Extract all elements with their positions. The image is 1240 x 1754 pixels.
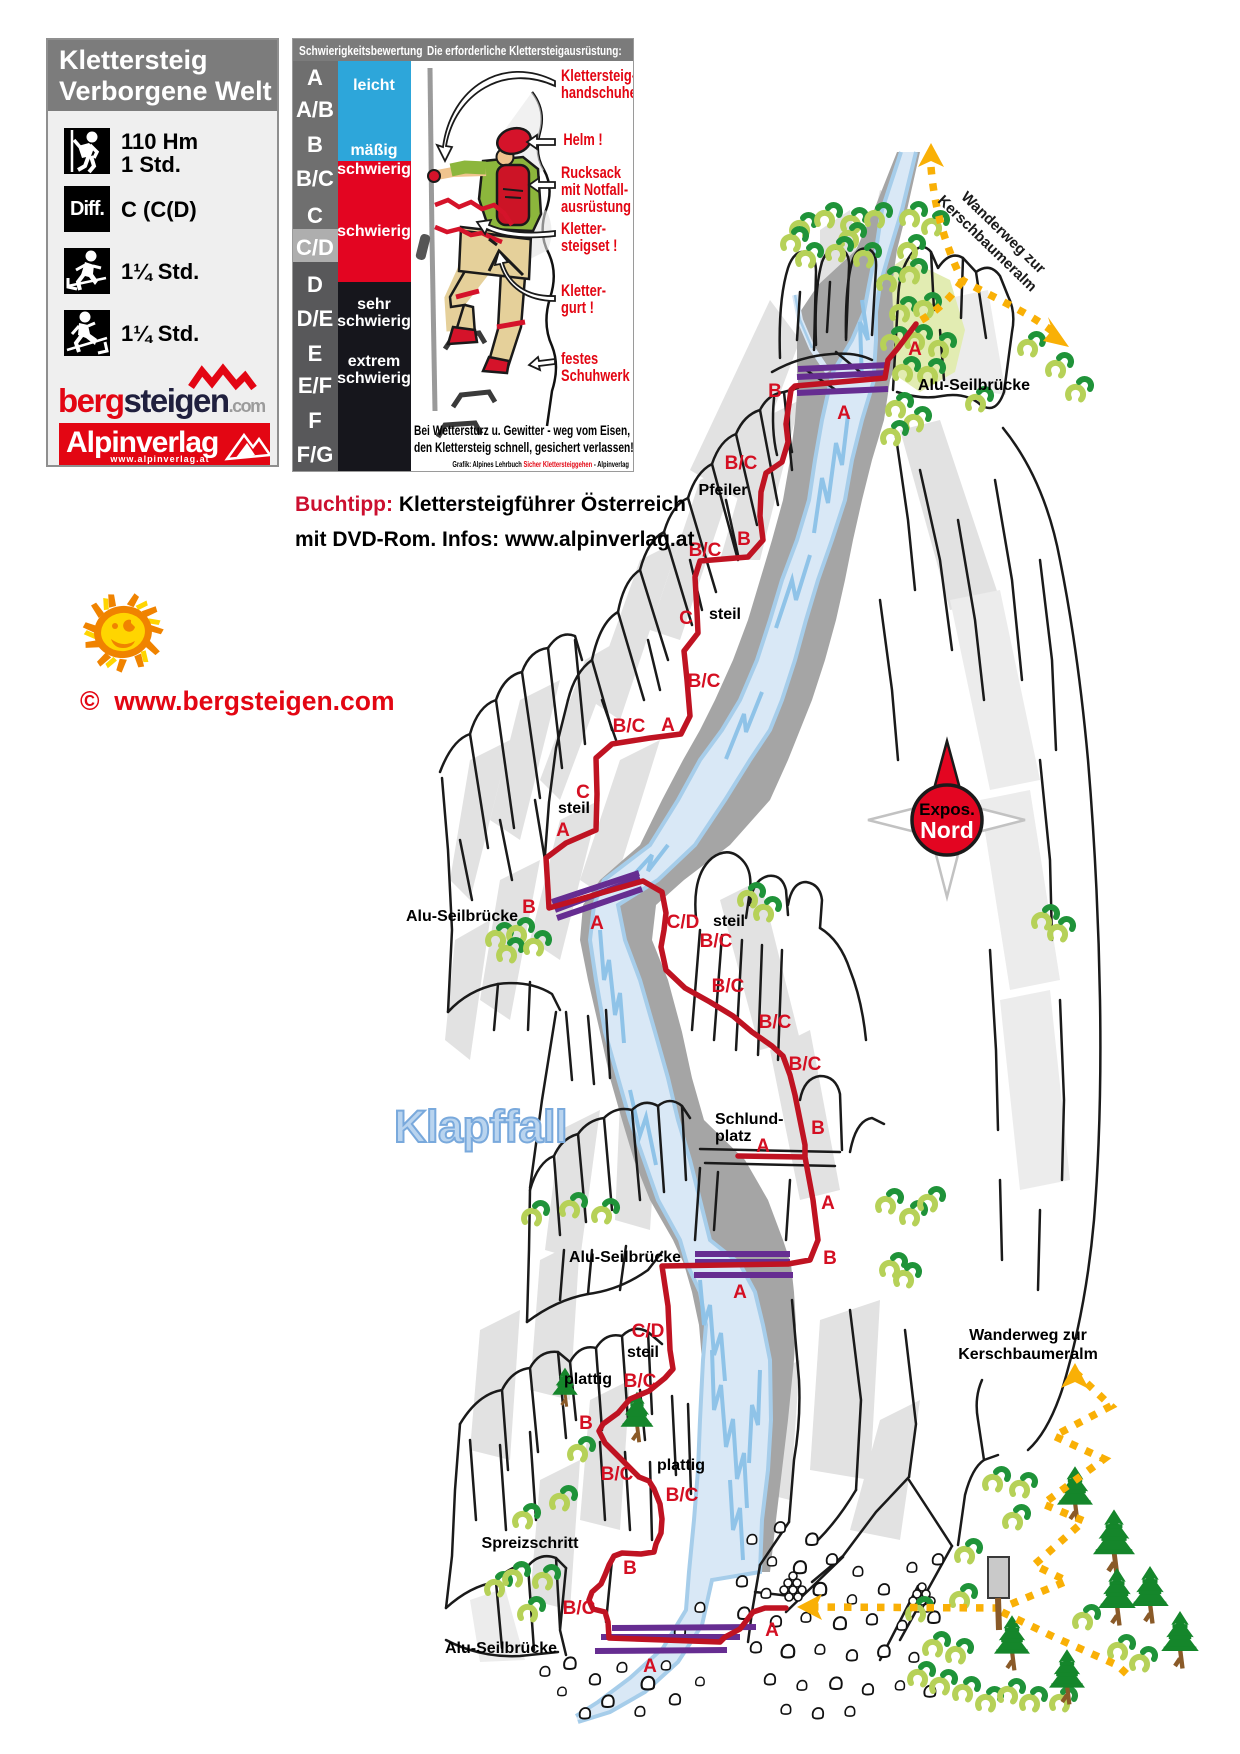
svg-text:D: D xyxy=(307,272,323,297)
svg-text:Alu-Seilbrücke: Alu-Seilbrücke xyxy=(569,1249,681,1266)
svg-text:Alu-Seilbrücke: Alu-Seilbrücke xyxy=(918,377,1030,394)
svg-text:B/C: B/C xyxy=(296,166,334,191)
svg-text:extrem: extrem xyxy=(348,353,400,370)
svg-text:sehr: sehr xyxy=(357,296,391,313)
svg-text:plattig: plattig xyxy=(564,1371,612,1388)
svg-text:www.alpinverlag.at: www.alpinverlag.at xyxy=(109,454,209,464)
svg-text:steil: steil xyxy=(709,606,741,623)
svg-text:B: B xyxy=(623,1558,637,1579)
svg-text:platz: platz xyxy=(715,1128,751,1145)
svg-text:steil: steil xyxy=(558,800,590,817)
svg-text:Die erforderliche Klettersteig: Die erforderliche Klettersteigausrüstung… xyxy=(427,45,622,58)
svg-text:C: C xyxy=(679,608,693,629)
svg-text:Alu-Seilbrücke: Alu-Seilbrücke xyxy=(445,1640,557,1657)
svg-text:C: C xyxy=(307,203,323,228)
svg-text:A: A xyxy=(590,913,604,934)
svg-text:C: C xyxy=(576,782,590,803)
svg-text:A: A xyxy=(643,1656,657,1677)
svg-text:gurt !: gurt ! xyxy=(561,300,594,318)
svg-text:schwierig: schwierig xyxy=(337,370,411,387)
svg-text:A: A xyxy=(908,339,922,360)
svg-text:Bei Wettersturz u. Gewitter -: Bei Wettersturz u. Gewitter - weg vom Ei… xyxy=(414,422,630,438)
svg-text:Kletter-: Kletter- xyxy=(561,221,606,239)
svg-text:A: A xyxy=(307,65,323,90)
svg-text:B/C: B/C xyxy=(563,1598,596,1619)
svg-text:B/C: B/C xyxy=(624,1371,657,1392)
svg-text:Expos.: Expos. xyxy=(919,800,975,819)
svg-text:E/F: E/F xyxy=(298,373,332,398)
svg-text:B/C: B/C xyxy=(666,1485,699,1506)
svg-text:Kerschbaumeralm: Kerschbaumeralm xyxy=(958,1346,1098,1363)
svg-text:plattig: plattig xyxy=(657,1457,705,1474)
svg-text:schwierig: schwierig xyxy=(337,161,411,178)
svg-text:Helm !: Helm ! xyxy=(563,132,602,150)
svg-text:C/D: C/D xyxy=(667,912,700,933)
svg-text:mit Notfall-: mit Notfall- xyxy=(561,182,628,200)
svg-text:bergsteigen.com: bergsteigen.com xyxy=(58,382,265,419)
svg-text:B: B xyxy=(768,381,782,402)
svg-text:B: B xyxy=(579,1413,593,1434)
svg-text:C/D: C/D xyxy=(632,1321,665,1342)
svg-text:A: A xyxy=(661,715,675,736)
svg-text:A: A xyxy=(756,1136,770,1157)
svg-text:B: B xyxy=(823,1248,837,1269)
svg-text:A: A xyxy=(837,403,851,424)
svg-text:B: B xyxy=(811,1118,825,1139)
svg-text:leicht: leicht xyxy=(353,77,395,94)
svg-text:A: A xyxy=(733,1282,747,1303)
svg-text:B/C: B/C xyxy=(613,716,646,737)
svg-text:Klettersteig-: Klettersteig- xyxy=(561,68,633,86)
svg-text:schwierig: schwierig xyxy=(337,223,411,240)
svg-text:B/C: B/C xyxy=(689,540,722,561)
svg-text:Grafik: Alpines Lehrbuch Siche: Grafik: Alpines Lehrbuch Sicher Kletters… xyxy=(452,461,629,469)
svg-text:Spreizschritt: Spreizschritt xyxy=(482,1535,580,1552)
svg-text:festes: festes xyxy=(561,351,598,369)
svg-text:F/G: F/G xyxy=(297,442,334,467)
svg-text:Schuhwerk: Schuhwerk xyxy=(561,368,630,386)
svg-text:Wanderweg zur: Wanderweg zur xyxy=(969,1327,1087,1344)
svg-text:B: B xyxy=(522,897,536,918)
svg-text:B: B xyxy=(307,132,323,157)
svg-text:B/C: B/C xyxy=(725,453,758,474)
svg-text:Nord: Nord xyxy=(920,817,974,843)
svg-text:Alu-Seilbrücke: Alu-Seilbrücke xyxy=(406,908,518,925)
svg-text:steil: steil xyxy=(627,1344,659,1361)
svg-text:Kletter-: Kletter- xyxy=(561,283,606,301)
svg-text:A: A xyxy=(765,1620,779,1641)
svg-text:B: B xyxy=(737,529,751,550)
svg-text:Schwierigkeitsbewertung: Schwierigkeitsbewertung xyxy=(299,45,423,58)
svg-text:B/C: B/C xyxy=(789,1054,822,1075)
svg-text:C/D: C/D xyxy=(296,235,334,260)
svg-text:E: E xyxy=(308,341,323,366)
svg-text:steigset !: steigset ! xyxy=(561,238,617,256)
svg-text:A: A xyxy=(556,820,570,841)
svg-text:handschuhe: handschuhe xyxy=(561,85,633,103)
svg-text:A/B: A/B xyxy=(296,97,334,122)
svg-text:mäßig: mäßig xyxy=(350,142,397,159)
svg-text:B/C: B/C xyxy=(601,1464,634,1485)
svg-text:D/E: D/E xyxy=(297,306,334,331)
svg-text:Pfeiler: Pfeiler xyxy=(699,482,748,499)
svg-text:Alpinverlag: Alpinverlag xyxy=(66,426,218,459)
svg-text:B/C: B/C xyxy=(700,931,733,952)
svg-text:steil: steil xyxy=(713,913,745,930)
svg-text:ausrüstung: ausrüstung xyxy=(561,199,631,217)
svg-text:den Klettersteig schnell, gesi: den Klettersteig schnell, gesichert verl… xyxy=(414,439,633,455)
svg-text:Schlund-: Schlund- xyxy=(715,1111,783,1128)
svg-text:B/C: B/C xyxy=(759,1012,792,1033)
svg-text:schwierig: schwierig xyxy=(337,313,411,330)
svg-text:Klapffall: Klapffall xyxy=(394,1101,567,1152)
svg-text:A: A xyxy=(821,1193,835,1214)
svg-text:F: F xyxy=(308,408,321,433)
svg-text:B/C: B/C xyxy=(712,976,745,997)
svg-text:Rucksack: Rucksack xyxy=(561,165,622,183)
svg-text:B/C: B/C xyxy=(688,671,721,692)
